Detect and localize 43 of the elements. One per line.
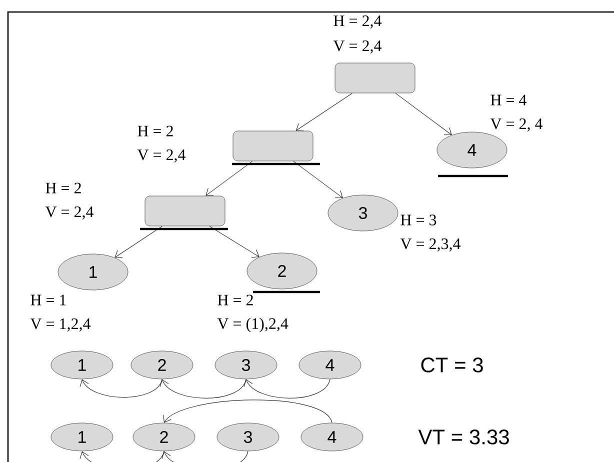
circle-node: 4 bbox=[298, 350, 362, 380]
arrow bbox=[293, 160, 343, 198]
beside-text: V = 2,4 bbox=[137, 149, 186, 163]
arrow bbox=[114, 226, 162, 258]
box-node bbox=[144, 196, 226, 226]
beside-text: V = 2,4 bbox=[45, 206, 94, 220]
beside-text: H = 2 bbox=[46, 182, 81, 194]
arrow bbox=[395, 92, 452, 136]
label: VT = 3.33 bbox=[418, 430, 509, 444]
arrow bbox=[206, 160, 253, 196]
beside-text: V = 2, 4 bbox=[490, 118, 543, 132]
circle-node: 4 bbox=[436, 132, 508, 168]
beside-text: H = 1 bbox=[30, 294, 66, 306]
beside-text: V = 2,4 bbox=[333, 40, 382, 54]
circle-node: 4 bbox=[300, 422, 364, 452]
arrow bbox=[80, 378, 162, 398]
circle-node: 2 bbox=[130, 350, 194, 380]
circle-node: 1 bbox=[50, 350, 114, 380]
arrow bbox=[209, 226, 260, 258]
beside-text: H = 2,4 bbox=[334, 15, 382, 29]
beside-text: V = 1,2,4 bbox=[30, 318, 91, 332]
circle-node: 2 bbox=[132, 422, 196, 452]
beside-text: H = 4 bbox=[490, 94, 527, 106]
arrow bbox=[80, 450, 164, 462]
arrow bbox=[244, 378, 330, 398]
circle-node: 3 bbox=[214, 350, 278, 380]
circle-node: 3 bbox=[216, 422, 280, 452]
arrow bbox=[163, 400, 332, 424]
beside-text: V = (1),2,4 bbox=[217, 318, 288, 332]
beside-text: H = 2 bbox=[218, 294, 253, 306]
beside-text: H = 3 bbox=[400, 214, 436, 226]
beside-text: V = 2,3,4 bbox=[400, 238, 461, 252]
circle-node: 1 bbox=[58, 254, 128, 290]
label: CT = 3 bbox=[421, 358, 483, 372]
circle-node: 2 bbox=[246, 252, 318, 290]
circle-node: 3 bbox=[328, 194, 398, 232]
circle-node: 1 bbox=[50, 422, 114, 452]
box-node bbox=[232, 130, 314, 162]
arrow bbox=[162, 450, 248, 462]
arrow bbox=[296, 92, 352, 132]
arrow bbox=[160, 378, 246, 398]
box-node bbox=[334, 62, 416, 94]
beside-text: H = 2 bbox=[138, 126, 173, 136]
